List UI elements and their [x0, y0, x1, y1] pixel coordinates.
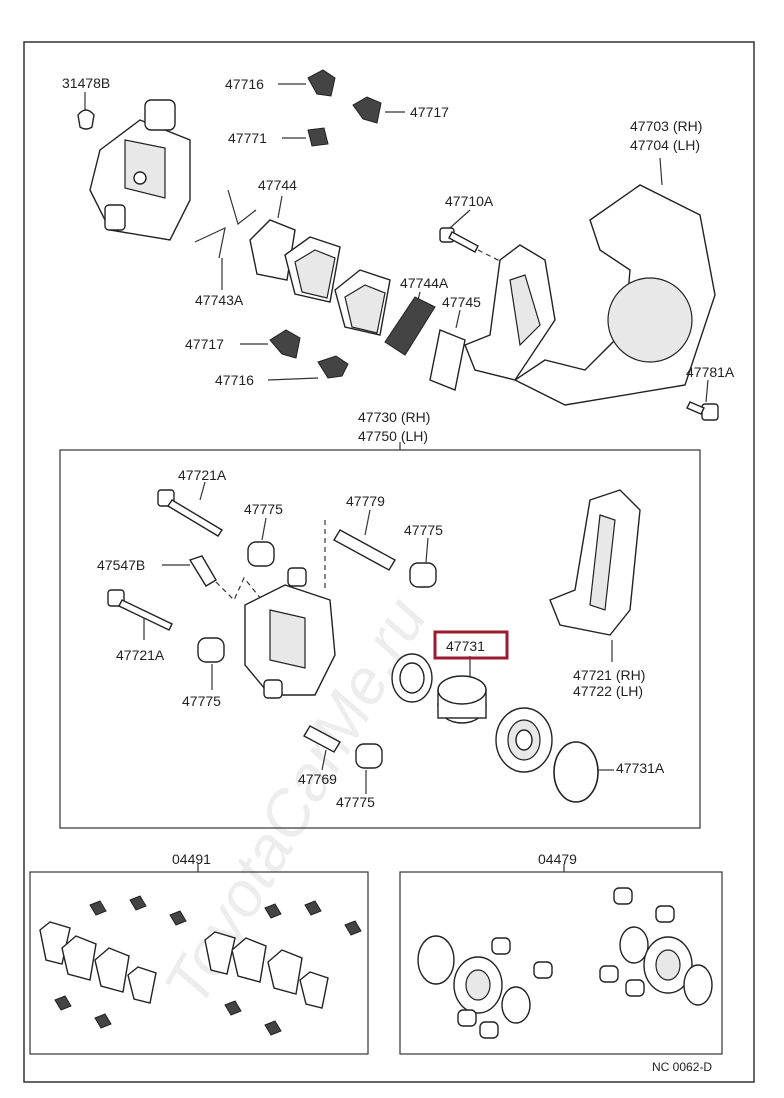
label-47721a-low: 47721A [116, 647, 165, 663]
label-47775-b: 47775 [404, 522, 443, 538]
label-47750: 47750 (LH) [358, 428, 428, 444]
shim-47744-part[interactable] [249, 219, 296, 281]
label-31478b: 31478B [62, 75, 110, 91]
bushing-47775-d-part[interactable] [355, 743, 383, 769]
clip-47716-top-part[interactable] [307, 69, 336, 97]
diagram-frame [23, 41, 755, 1083]
label-47721: 47721 (RH) [573, 667, 645, 683]
mounting-bracket-top[interactable] [464, 244, 556, 381]
bushing-47775-b-part[interactable] [409, 562, 437, 588]
label-04479: 04479 [538, 851, 577, 867]
label-47771: 47771 [228, 130, 267, 146]
pin-47779-part[interactable] [333, 529, 396, 571]
dust-cover-47703-part[interactable] [513, 184, 716, 406]
caliper-assembly-top[interactable] [89, 99, 191, 241]
mounting-bracket-middle[interactable] [549, 489, 641, 636]
label-47716-top: 47716 [225, 76, 264, 92]
pad-outer-part[interactable] [284, 236, 341, 303]
label-47716-mid: 47716 [215, 372, 254, 388]
pad-inner-part[interactable] [334, 269, 391, 336]
footer-code: NC 0062-D [652, 1060, 712, 1074]
label-47547b: 47547B [97, 557, 145, 573]
kit-04491-box [29, 871, 369, 1055]
clip-47716-mid-part[interactable] [317, 355, 349, 379]
pin-47769-part[interactable] [303, 725, 341, 753]
kit-04479-contents [417, 887, 713, 1039]
set-ring-47731a-part[interactable] [553, 741, 599, 803]
label-47769: 47769 [298, 771, 337, 787]
bleeder-47547b-part[interactable] [188, 555, 217, 587]
label-47775-d: 47775 [336, 794, 375, 810]
spring-47743a-part[interactable] [194, 189, 257, 259]
shim-47744a-part[interactable] [384, 296, 436, 356]
label-47722: 47722 (LH) [573, 683, 643, 699]
clip-47717-top-part[interactable] [352, 96, 382, 124]
label-47744a: 47744A [400, 275, 449, 291]
bolt-47710a-part[interactable] [439, 227, 479, 253]
shim-47745-part[interactable] [429, 329, 466, 391]
label-47717-top: 47717 [410, 104, 449, 120]
bolt-47721a-top-part[interactable] [157, 489, 223, 537]
bushing-47775-a-part[interactable] [247, 541, 275, 567]
seal-ring-part[interactable] [391, 653, 433, 703]
bushing-47775-c-part[interactable] [197, 637, 225, 663]
piston-47731-part[interactable] [437, 675, 487, 724]
label-47731a: 47731A [616, 760, 665, 776]
label-47745: 47745 [442, 294, 481, 310]
clip-47771-part[interactable] [307, 127, 329, 147]
label-47703: 47703 (RH) [630, 118, 702, 134]
label-47731[interactable]: 47731 [446, 638, 485, 654]
label-47781a: 47781A [686, 364, 735, 380]
kit-04491-contents [39, 895, 362, 1036]
label-47710a: 47710A [445, 193, 494, 209]
clip-47717-mid-part[interactable] [269, 329, 301, 359]
label-47730: 47730 (RH) [358, 409, 430, 425]
label-04491: 04491 [172, 851, 211, 867]
bolt-47721a-low-part[interactable] [107, 589, 173, 631]
part-highlight-box[interactable] [433, 630, 509, 660]
caliper-body-middle[interactable] [244, 567, 336, 699]
label-47775-c: 47775 [182, 693, 221, 709]
label-47744: 47744 [258, 177, 297, 193]
label-47775-a: 47775 [244, 501, 283, 517]
label-47717-mid: 47717 [185, 336, 224, 352]
piston-boot-part[interactable] [495, 707, 553, 773]
label-47721a-top: 47721A [178, 467, 227, 483]
bolt-47781a-part[interactable] [686, 401, 719, 421]
label-47743a: 47743A [195, 292, 244, 308]
label-47704: 47704 (LH) [630, 137, 700, 153]
kit-04479-box [399, 871, 723, 1055]
caliper-box [59, 449, 701, 829]
cap-31478b-part[interactable] [77, 109, 95, 130]
label-47779: 47779 [346, 493, 385, 509]
